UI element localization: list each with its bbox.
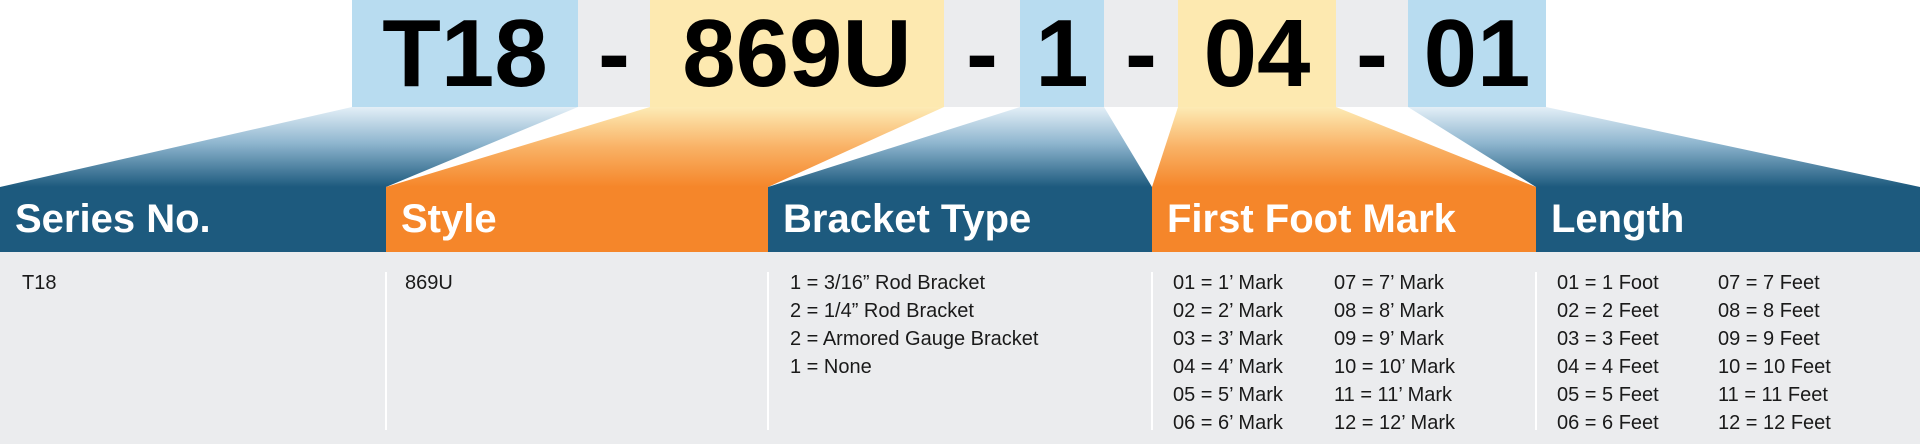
series-options: T18: [22, 269, 56, 297]
column-divider: [385, 272, 387, 430]
option-line: 08 = 8 Feet: [1718, 300, 1820, 322]
header-series-no: Series No.: [0, 187, 386, 252]
header-bracket-type: Bracket Type: [768, 187, 1152, 252]
header-first-foot-mark: First Foot Mark: [1152, 187, 1536, 252]
option-line: 07 = 7 Feet: [1718, 272, 1820, 294]
code-segment-length: 01: [1408, 0, 1546, 107]
first-foot-options-b: 07 = 7’ Mark 08 = 8’ Mark 09 = 9’ Mark 1…: [1334, 269, 1455, 437]
option-line: 2 = 1/4” Rod Bracket: [790, 300, 974, 322]
option-line: 11 = 11 Feet: [1718, 384, 1828, 406]
connector-length: [1408, 107, 1920, 187]
option-line: 04 = 4 Feet: [1557, 356, 1659, 378]
header-style: Style: [386, 187, 768, 252]
option-line: 10 = 10’ Mark: [1334, 356, 1455, 378]
option-line: 04 = 4’ Mark: [1173, 356, 1283, 378]
style-options: 869U: [405, 269, 453, 297]
code-separator: -: [1356, 0, 1388, 107]
length-options-b: 07 = 7 Feet 08 = 8 Feet 09 = 9 Feet 10 =…: [1718, 269, 1831, 437]
option-line: 06 = 6 Feet: [1557, 412, 1659, 434]
option-line: 2 = Armored Gauge Bracket: [790, 328, 1039, 350]
option-line: 12 = 12 Feet: [1718, 412, 1831, 434]
bracket-options: 1 = 3/16” Rod Bracket 2 = 1/4” Rod Brack…: [790, 269, 1038, 381]
option-line: 09 = 9’ Mark: [1334, 328, 1444, 350]
connector-first-foot: [1152, 107, 1536, 187]
option-line: 05 = 5 Feet: [1557, 384, 1659, 406]
header-length: Length: [1536, 187, 1920, 252]
option-line: 08 = 8’ Mark: [1334, 300, 1444, 322]
option-line: 03 = 3’ Mark: [1173, 328, 1283, 350]
option-line: T18: [22, 272, 57, 294]
column-divider: [767, 272, 769, 430]
connector-style: [386, 107, 944, 187]
option-line: 06 = 6’ Mark: [1173, 412, 1283, 434]
option-line: 10 = 10 Feet: [1718, 356, 1831, 378]
code-segment-series: T18: [352, 0, 578, 107]
length-options-a: 01 = 1 Foot 02 = 2 Feet 03 = 3 Feet 04 =…: [1557, 269, 1659, 437]
code-segment-bracket: 1: [1020, 0, 1104, 107]
code-segment-style: 869U: [650, 0, 944, 107]
option-line: 11 = 11’ Mark: [1334, 384, 1453, 406]
option-line: 869U: [405, 272, 453, 294]
code-segment-first-foot: 04: [1178, 0, 1336, 107]
option-line: 01 = 1’ Mark: [1173, 272, 1283, 294]
column-divider: [1535, 272, 1537, 430]
first-foot-options-a: 01 = 1’ Mark 02 = 2’ Mark 03 = 3’ Mark 0…: [1173, 269, 1283, 437]
option-line: 03 = 3 Feet: [1557, 328, 1659, 350]
column-divider: [1151, 272, 1153, 430]
options-body: [0, 252, 1920, 444]
code-separator: -: [966, 0, 998, 107]
option-line: 12 = 12’ Mark: [1334, 412, 1455, 434]
code-separator: -: [1125, 0, 1157, 107]
option-line: 1 = None: [790, 356, 872, 378]
option-line: 07 = 7’ Mark: [1334, 272, 1444, 294]
option-line: 02 = 2’ Mark: [1173, 300, 1283, 322]
connector-bracket: [768, 107, 1152, 187]
code-separator: -: [598, 0, 630, 107]
connector-series: [0, 107, 578, 187]
option-line: 09 = 9 Feet: [1718, 328, 1820, 350]
option-line: 02 = 2 Feet: [1557, 300, 1659, 322]
option-line: 01 = 1 Foot: [1557, 272, 1659, 294]
option-line: 05 = 5’ Mark: [1173, 384, 1283, 406]
option-line: 1 = 3/16” Rod Bracket: [790, 272, 986, 294]
